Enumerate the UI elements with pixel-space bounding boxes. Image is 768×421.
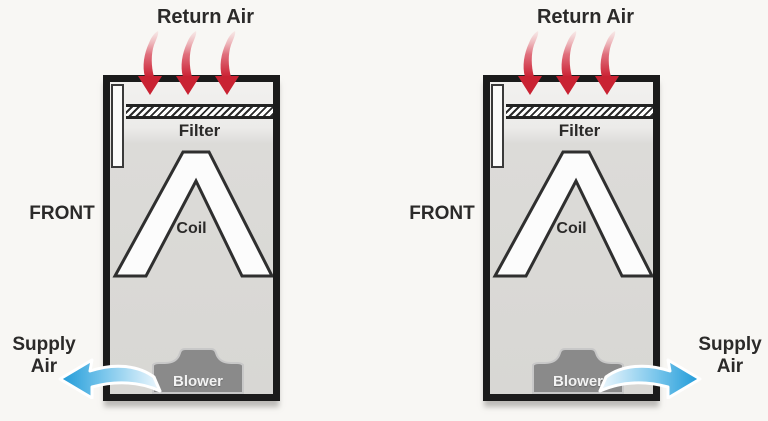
return-air-arrow-icon xyxy=(215,31,239,95)
supply-air-label-line1: Supply xyxy=(12,334,76,355)
supply-air-label-line2: Air xyxy=(30,356,58,377)
coil-label: Coil xyxy=(176,220,207,237)
supply-air-label-line2: Air xyxy=(716,356,744,377)
return-air-arrow-icon xyxy=(138,31,162,95)
return-air-arrow-icon xyxy=(556,31,580,95)
return-air-label: Return Air xyxy=(536,6,635,28)
filter-label: Filter xyxy=(178,121,221,140)
filter-media-hatch xyxy=(506,104,653,119)
blower-label: Blower xyxy=(172,373,223,390)
supply-air-arrow-icon xyxy=(598,358,702,399)
supply-air-arrow-icon xyxy=(58,358,162,399)
coil-shape xyxy=(112,150,273,278)
cabinet: Filter Coil Blower xyxy=(103,75,280,401)
front-label: FRONT xyxy=(409,203,475,224)
air-handler-unit-right: Return Air Filter Coil Blower FRO xyxy=(409,0,762,421)
filter-label: Filter xyxy=(558,121,601,140)
supply-air-label: Supply Air xyxy=(7,334,81,378)
blower-shape xyxy=(152,348,244,394)
return-air-arrow-icon xyxy=(595,31,619,95)
blower-label: Blower xyxy=(552,373,603,390)
supply-air-label-line1: Supply xyxy=(698,334,762,355)
coil-shape xyxy=(492,150,653,278)
filter-slot xyxy=(491,84,504,168)
cabinet: Filter Coil Blower xyxy=(483,75,660,401)
return-air-arrow-icon xyxy=(518,31,542,95)
return-air-arrow-icon xyxy=(176,31,200,95)
filter-slot xyxy=(111,84,124,168)
air-handler-unit-left: Return Air Filter Coil Blower FRO xyxy=(12,0,280,421)
return-air-label: Return Air xyxy=(156,6,255,28)
blower-shape xyxy=(532,348,624,394)
front-label: FRONT xyxy=(29,203,95,224)
supply-air-label: Supply Air xyxy=(693,334,767,378)
coil-label: Coil xyxy=(556,220,587,237)
filter-media-hatch xyxy=(126,104,273,119)
